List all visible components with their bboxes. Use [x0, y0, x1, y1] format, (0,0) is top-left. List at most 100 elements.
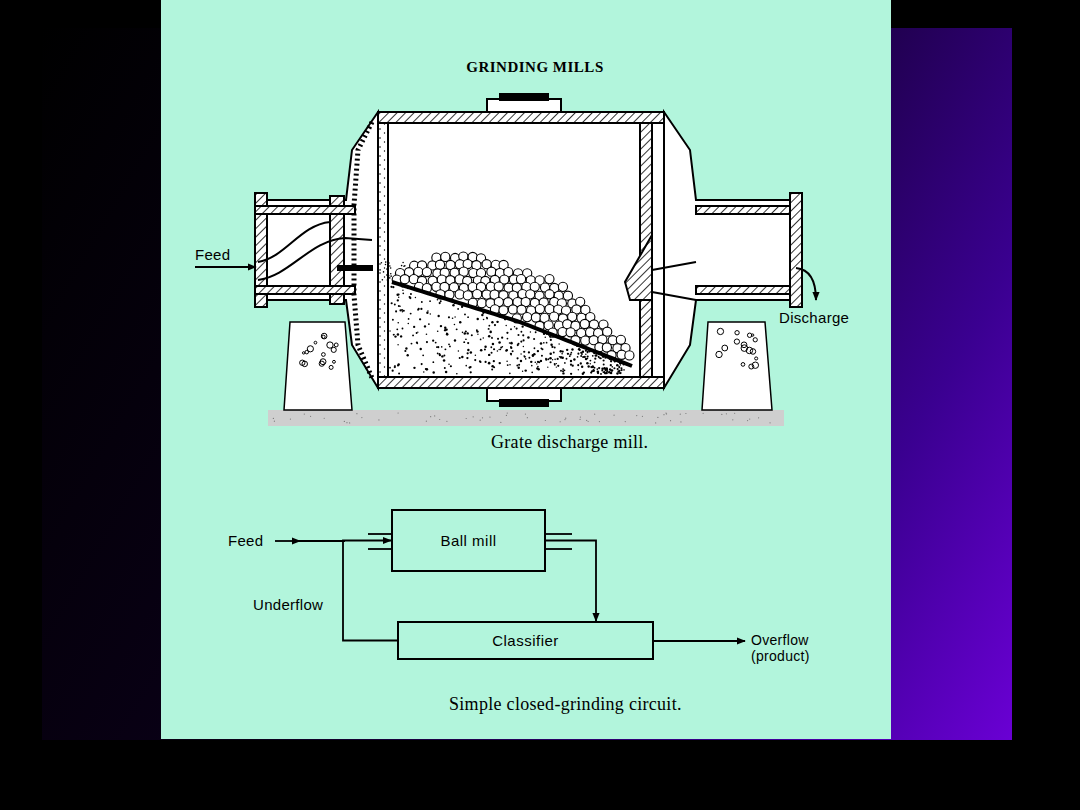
ore-fines	[484, 348, 486, 350]
ore-fines	[437, 315, 439, 317]
ore-fines	[523, 346, 524, 347]
ore-fines	[390, 286, 392, 288]
grinding-balls	[473, 290, 482, 299]
ore-fines	[475, 354, 477, 356]
ore-fines	[413, 367, 415, 369]
concrete-texture	[716, 351, 722, 357]
ore-fines	[397, 363, 399, 365]
ore-fines	[489, 331, 492, 334]
grinding-balls	[545, 275, 554, 284]
ore-fines	[397, 333, 400, 336]
concrete-texture	[666, 413, 667, 414]
ore-fines	[484, 361, 486, 363]
concrete-texture	[346, 422, 347, 423]
label-text: Grate discharge mill.	[491, 432, 648, 452]
ore-fines	[491, 321, 493, 323]
concrete-texture	[310, 416, 311, 417]
ore-fines	[523, 339, 525, 341]
ore-fines	[518, 364, 520, 366]
ore-fines	[404, 350, 406, 352]
ore-fines	[597, 370, 600, 373]
flow-arrow	[195, 267, 816, 300]
grinding-balls	[508, 305, 517, 314]
ore-fines	[418, 308, 420, 310]
ore-fines	[547, 358, 549, 360]
ore-fines	[510, 354, 512, 356]
ore-fines	[465, 365, 467, 367]
grinding-balls	[477, 299, 486, 308]
ore-fines	[562, 372, 564, 374]
feed-trunnion	[354, 122, 372, 378]
grinding-balls	[400, 275, 409, 284]
ore-fines	[573, 358, 575, 360]
ore-fines	[491, 337, 493, 339]
ore-fines	[587, 352, 589, 354]
ore-fines	[534, 347, 536, 349]
ore-fines	[404, 265, 406, 267]
ore-fines	[390, 273, 392, 275]
ore-fines	[392, 319, 394, 321]
ore-fines	[394, 366, 396, 368]
ore-fines	[520, 341, 522, 343]
ore-fines	[437, 330, 439, 332]
ore-fines	[408, 318, 410, 320]
feed-trunnion	[258, 238, 372, 280]
ore-fines	[535, 331, 537, 333]
ore-fines	[437, 353, 439, 355]
ore-fines	[474, 359, 476, 361]
flow-arrow	[195, 266, 256, 268]
ore-fines	[402, 290, 404, 292]
concrete-texture	[732, 419, 733, 420]
ore-fines	[438, 346, 440, 348]
ore-fines	[497, 338, 499, 340]
ore-fines	[386, 268, 388, 270]
concrete-texture	[398, 412, 399, 413]
ore-fines	[432, 371, 434, 373]
ore-fines	[494, 324, 496, 326]
ore-fines	[510, 353, 512, 355]
label-text: Discharge	[779, 309, 849, 326]
ore-fines	[398, 297, 399, 298]
node-text: Ball mill	[440, 532, 496, 549]
ore-fines	[422, 354, 424, 356]
ore-fines	[506, 360, 508, 362]
ore-fines	[452, 317, 454, 319]
classifier-box: Classifier	[397, 621, 654, 660]
ore-fines	[545, 359, 547, 361]
ore-fines	[499, 362, 501, 364]
foundation	[702, 322, 772, 410]
label-text: Feed	[195, 246, 230, 263]
ore-fines	[554, 359, 556, 361]
ore-fines	[407, 354, 409, 356]
concrete-texture	[680, 414, 681, 415]
concrete-texture	[741, 345, 748, 352]
concrete-texture	[749, 364, 754, 369]
ore-fines	[444, 327, 446, 329]
ore-fines	[496, 321, 498, 323]
concrete-texture	[434, 415, 435, 416]
concrete-texture	[670, 420, 671, 421]
concrete-texture	[613, 415, 614, 416]
ore-fines	[580, 362, 582, 364]
ball-mill-box: Ball mill	[391, 509, 546, 572]
ore-fines	[467, 342, 469, 344]
ore-fines	[531, 372, 533, 374]
ore-fines	[446, 333, 449, 336]
concrete-texture	[489, 416, 490, 417]
ore-fines	[603, 371, 605, 373]
ore-fines	[488, 328, 490, 330]
ore-fines	[429, 300, 431, 302]
ore-fines	[500, 349, 502, 351]
ore-fines	[546, 342, 548, 344]
concrete-texture	[333, 360, 336, 363]
mill-shell	[500, 400, 548, 406]
ore-fines	[544, 336, 546, 338]
concrete-texture	[300, 360, 305, 365]
discharge-trunnion	[696, 286, 800, 294]
ore-fines	[587, 358, 589, 360]
ore-fines	[392, 286, 394, 288]
concrete-texture	[480, 420, 481, 421]
ore-fines	[488, 354, 490, 356]
grinding-balls	[625, 351, 634, 360]
label-text: Feed	[228, 532, 263, 549]
